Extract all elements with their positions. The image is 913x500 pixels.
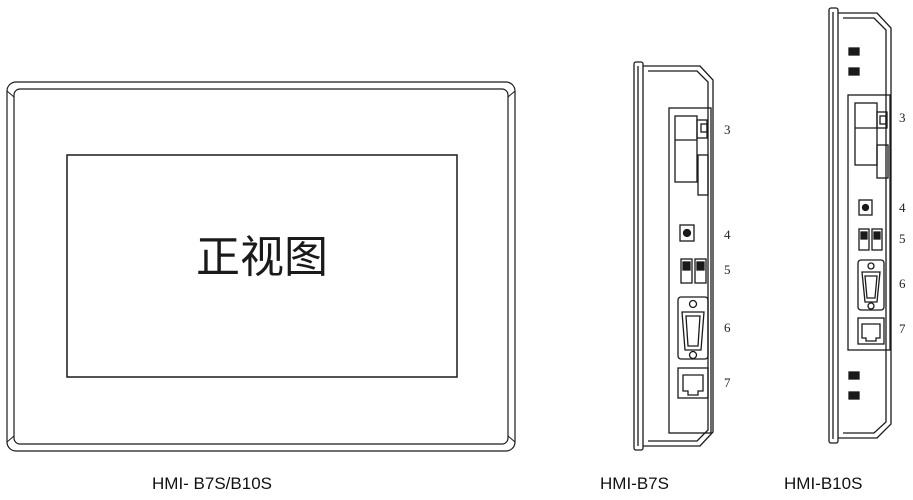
- b10s-ethernet-port: [857, 317, 885, 345]
- side-view-b10s: [828, 7, 892, 444]
- b7s-housing-outline: [643, 65, 714, 447]
- front-view: [6, 81, 516, 452]
- b10s-power-button: [858, 199, 873, 216]
- b7s-terminal-block: [674, 115, 709, 196]
- b10s-serial-port: [857, 259, 885, 311]
- b7s-port-panel: [668, 107, 712, 434]
- b7s-port-number-labels: 3 4 5 6 7: [724, 122, 731, 390]
- b10s-port-number-labels: 3 4 5 6 7: [899, 110, 906, 336]
- b7s-caption: HMI-B7S: [600, 474, 669, 493]
- b7s-label-3: 3: [724, 122, 731, 137]
- bezel-corner-line: [507, 435, 516, 443]
- b7s-label-7: 7: [724, 375, 731, 390]
- b7s-housing-inner: [648, 70, 709, 442]
- b7s-power-button: [679, 224, 695, 242]
- b7s-ethernet-port: [677, 367, 709, 399]
- screen-label: 正视图: [196, 232, 328, 283]
- b10s-vent-slot: [848, 391, 860, 400]
- b7s-serial-port: [677, 296, 709, 360]
- bezel-corner-line: [507, 90, 516, 98]
- b10s-label-7: 7: [899, 321, 906, 336]
- bezel-corner-line: [6, 90, 15, 98]
- b10s-label-5: 5: [899, 231, 906, 246]
- b10s-label-4: 4: [899, 200, 906, 215]
- b10s-vent-slot: [848, 67, 860, 76]
- b7s-usb-ports: [680, 258, 707, 284]
- b10s-bezel-strip: [828, 7, 839, 444]
- b7s-label-5: 5: [724, 262, 731, 277]
- b10s-label-6: 6: [899, 276, 906, 291]
- front-bezel-inner: [13, 88, 509, 445]
- b10s-housing-inner: [843, 17, 887, 434]
- display-screen: [66, 154, 458, 378]
- b7s-label-6: 6: [724, 320, 731, 335]
- b10s-port-panel: [847, 94, 891, 351]
- b10s-usb-ports: [858, 228, 883, 251]
- front-view-caption: HMI- B7S/B10S: [152, 474, 272, 493]
- b10s-terminal-block: [854, 102, 889, 179]
- bezel-corner-line: [6, 435, 15, 443]
- b7s-label-4: 4: [724, 227, 731, 242]
- b10s-vent-slot: [848, 371, 860, 380]
- b10s-housing-outline: [838, 12, 892, 439]
- b7s-bezel-strip: [633, 61, 644, 451]
- b10s-vent-slot: [848, 47, 860, 56]
- side-view-b7s: [633, 61, 714, 451]
- b10s-caption: HMI-B10S: [784, 474, 863, 493]
- b10s-label-3: 3: [899, 110, 906, 125]
- front-bezel-outer: [6, 81, 516, 452]
